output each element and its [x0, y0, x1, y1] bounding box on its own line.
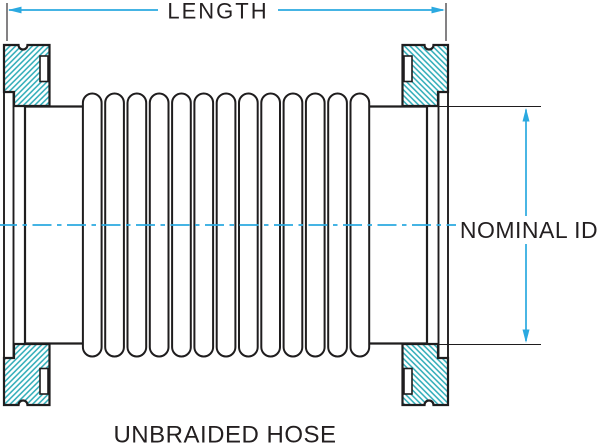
nominal-id-arrow-down-icon — [522, 329, 530, 343]
flange-bolt-holes — [39, 55, 413, 395]
length-dimension-label: LENGTH — [167, 0, 268, 24]
flange-section-bottom-left — [2, 342, 51, 407]
length-arrow-right-icon — [431, 6, 445, 14]
nominal-id-dimension-label: NOMINAL ID — [460, 217, 598, 243]
bolt-hole-bottom-left — [39, 367, 49, 395]
length-dimension: LENGTH — [6, 0, 447, 41]
bolt-hole-bottom-right — [403, 367, 413, 395]
bolt-hole-top-right — [403, 55, 413, 83]
flange-section-top-right — [401, 43, 450, 108]
length-arrow-left-icon — [8, 6, 22, 14]
flange-section-top-left — [2, 43, 51, 108]
bolt-hole-top-left — [39, 55, 49, 83]
nominal-id-arrow-up-icon — [522, 108, 530, 122]
flange-section-bottom-right — [401, 342, 450, 407]
drawing-caption: UNBRAIDED HOSE — [113, 422, 336, 448]
nominal-id-dimension: NOMINAL ID — [429, 105, 598, 346]
